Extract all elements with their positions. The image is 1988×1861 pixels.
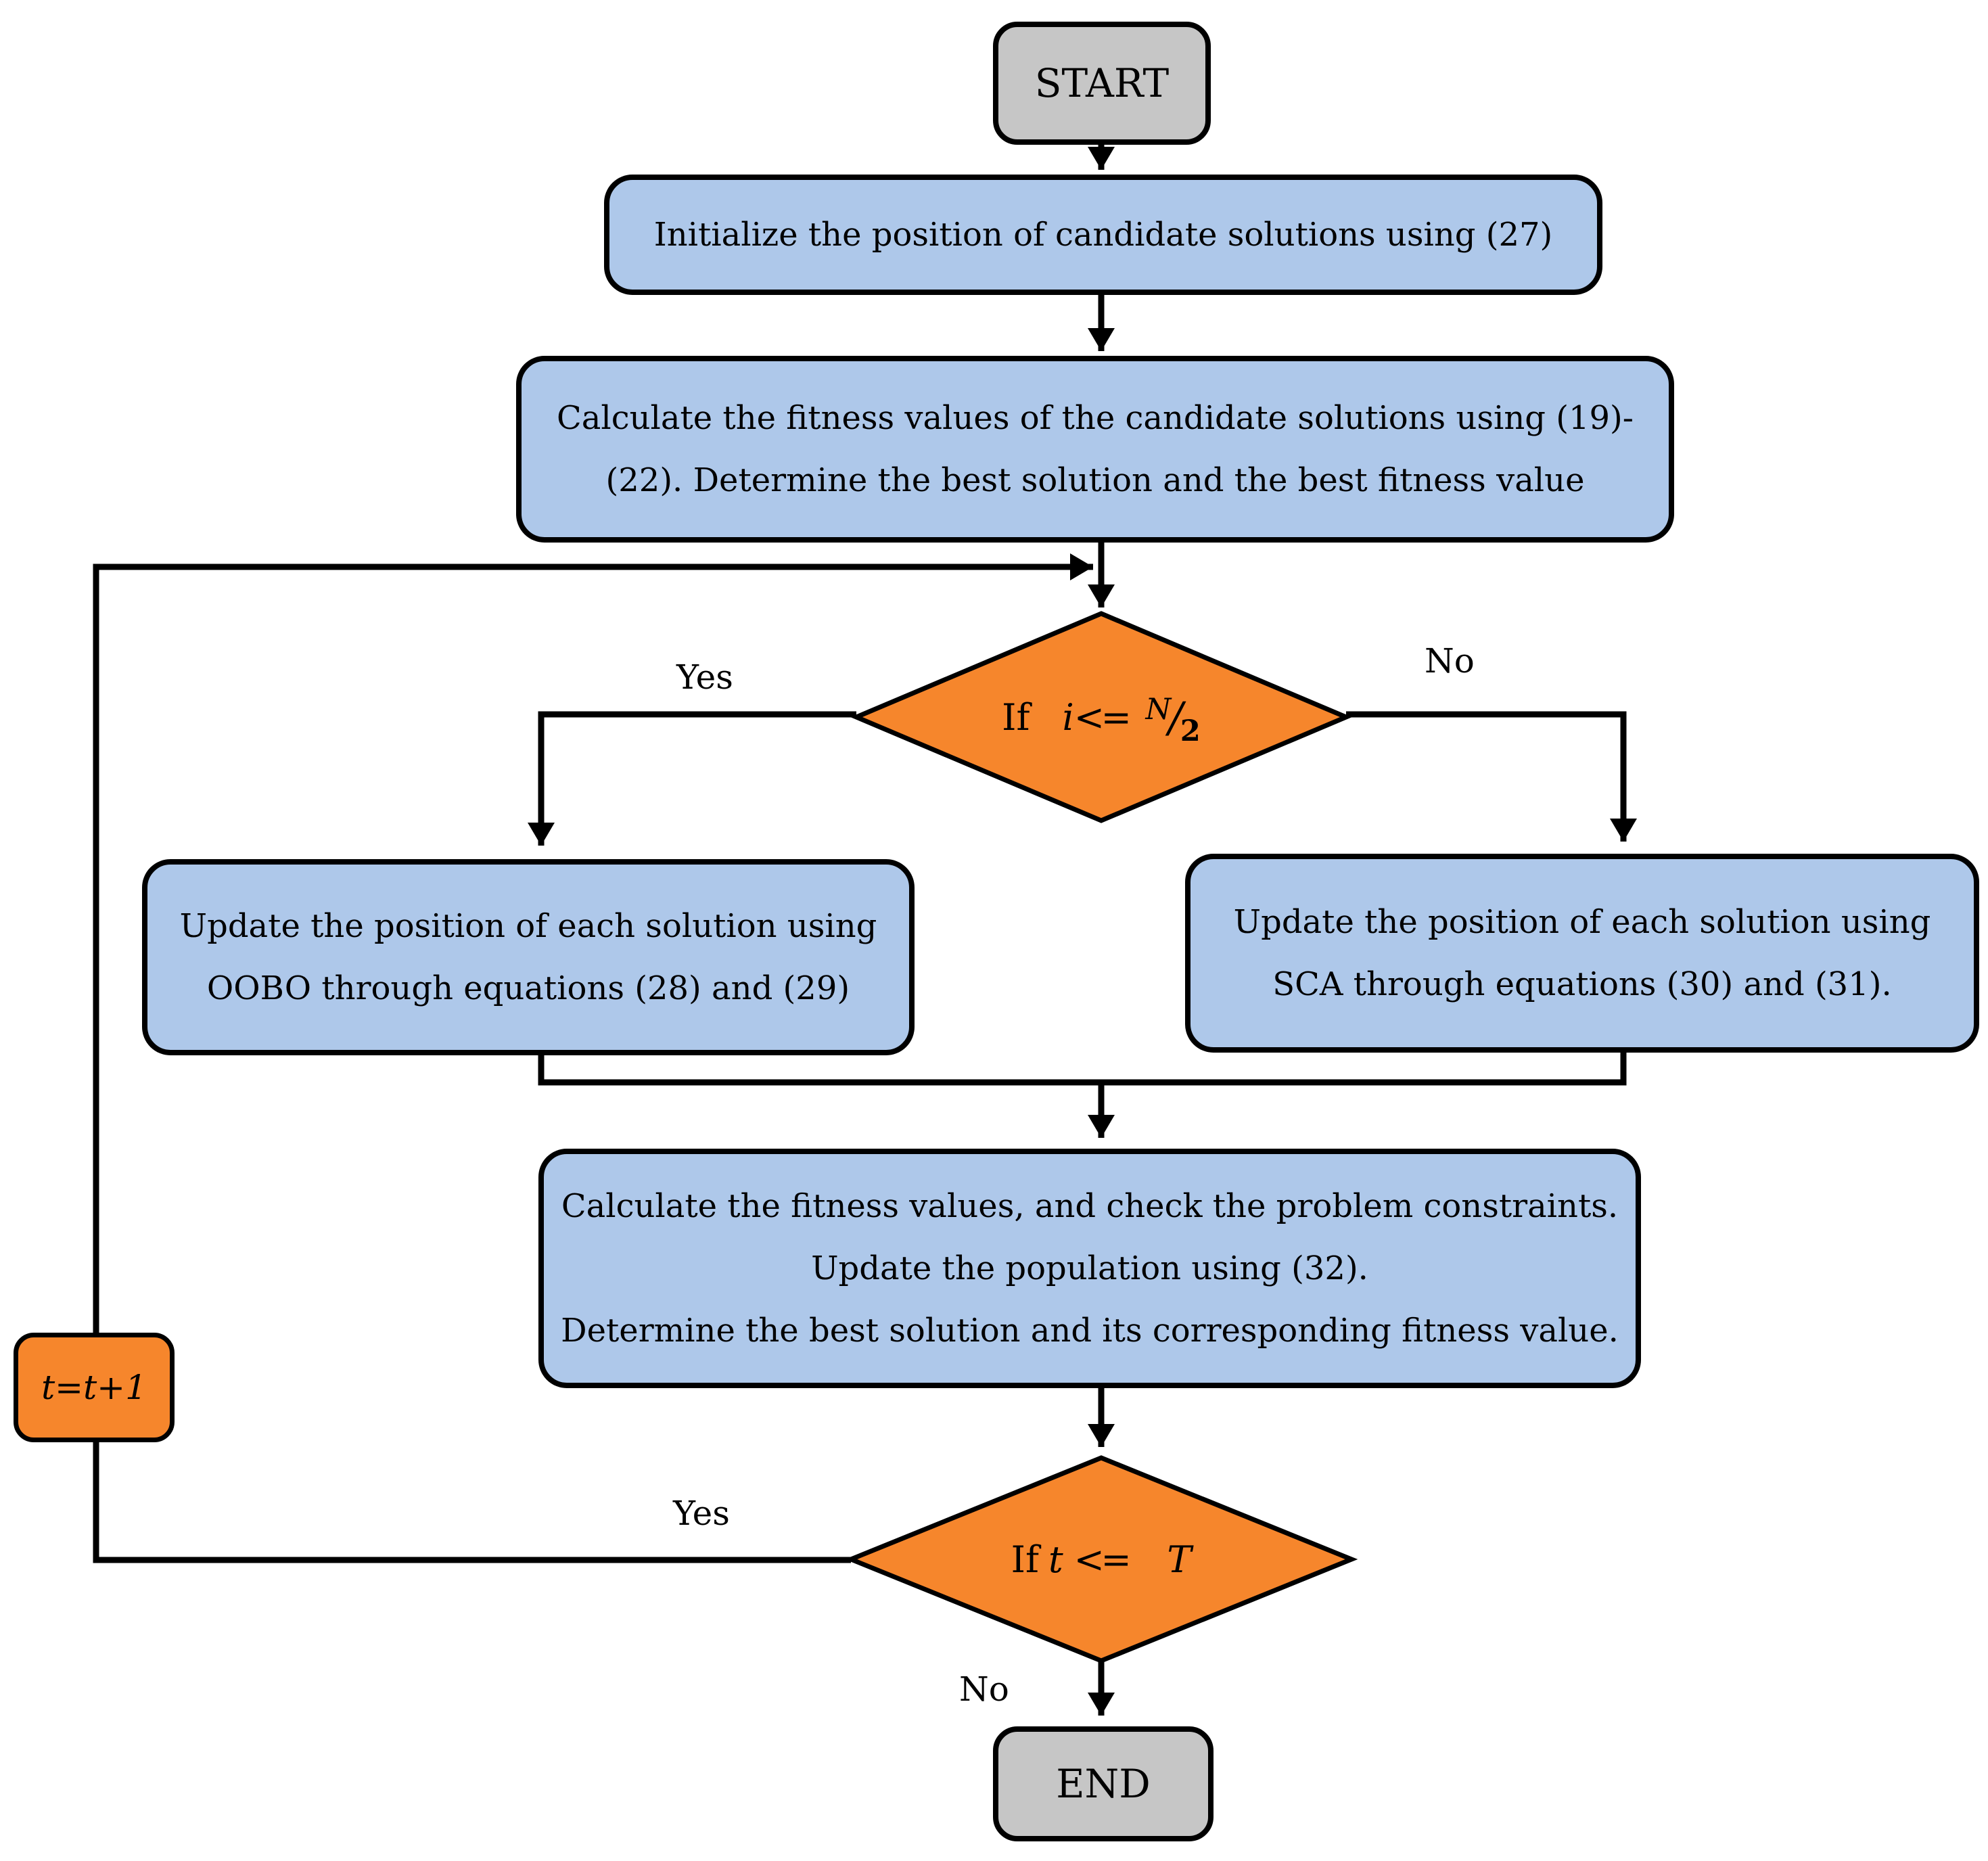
- start-terminal: START: [993, 22, 1211, 145]
- increment-counter-box: t=t+1: [14, 1333, 175, 1442]
- edge-loop-feedback: [93, 553, 1093, 1563]
- process-fitness-line1: Calculate the fitness values of the cand…: [557, 399, 1634, 437]
- decision-iteration-label: If t <= T: [851, 1458, 1351, 1661]
- process-update-line1: Calculate the fitness values, and check …: [561, 1187, 1619, 1225]
- process-oobo-update: Update the position of each solution usi…: [142, 859, 915, 1055]
- decision1-no-label: No: [1425, 641, 1475, 681]
- decision-half-diamond: [850, 611, 1352, 823]
- fraction-denominator: 2: [1180, 714, 1201, 749]
- decision-half-if: If: [1002, 695, 1030, 739]
- decision-iteration-diamond: [844, 1455, 1358, 1663]
- increment-label: t=t+1: [41, 1368, 147, 1407]
- process-sca-update: Update the position of each solution usi…: [1185, 854, 1979, 1053]
- process-oobo-line2: OOBO through equations (28) and (29): [206, 969, 850, 1007]
- process-update-line2: Update the population using (32).: [811, 1249, 1368, 1287]
- process-fitness: Calculate the fitness values of the cand…: [516, 356, 1674, 543]
- decision-iter-variable: t: [1048, 1538, 1063, 1581]
- process-update-line3: Determine the best solution and its corr…: [561, 1312, 1619, 1350]
- decision1-yes-label: Yes: [676, 658, 733, 697]
- fraction-n-over-2: N/2: [1145, 692, 1200, 749]
- decision-half-label: If i <= N/2: [856, 614, 1346, 821]
- start-label: START: [1034, 60, 1170, 106]
- process-sca-line2: SCA through equations (30) and (31).: [1272, 965, 1892, 1003]
- decision-iter-limit: T: [1167, 1538, 1192, 1581]
- process-oobo-line1: Update the position of each solution usi…: [179, 907, 877, 945]
- decision-iter-operator: <=: [1073, 1538, 1132, 1581]
- fraction-slash: /: [1168, 692, 1183, 742]
- fraction-numerator: N: [1145, 693, 1172, 727]
- edge-branch-merge: [538, 1053, 1627, 1086]
- process-sca-line1: Update the position of each solution usi…: [1233, 903, 1931, 941]
- decision2-yes-label: Yes: [673, 1494, 730, 1533]
- edge-decision1-yes: [528, 711, 856, 846]
- decision-iter-if: If: [1011, 1538, 1039, 1581]
- decision-half-variable: i: [1062, 695, 1074, 739]
- process-initialize-text: Initialize the position of candidate sol…: [653, 216, 1553, 254]
- end-label: END: [1056, 1761, 1151, 1807]
- decision2-no-label: No: [959, 1670, 1009, 1709]
- process-initialize: Initialize the position of candidate sol…: [604, 175, 1602, 295]
- edge-decision1-no: [1346, 711, 1637, 842]
- process-fitness-line2: (22). Determine the best solution and th…: [605, 461, 1585, 499]
- decision-half-operator: <=: [1073, 695, 1132, 739]
- end-terminal: END: [993, 1726, 1213, 1841]
- process-update-population: Calculate the fitness values, and check …: [538, 1149, 1641, 1388]
